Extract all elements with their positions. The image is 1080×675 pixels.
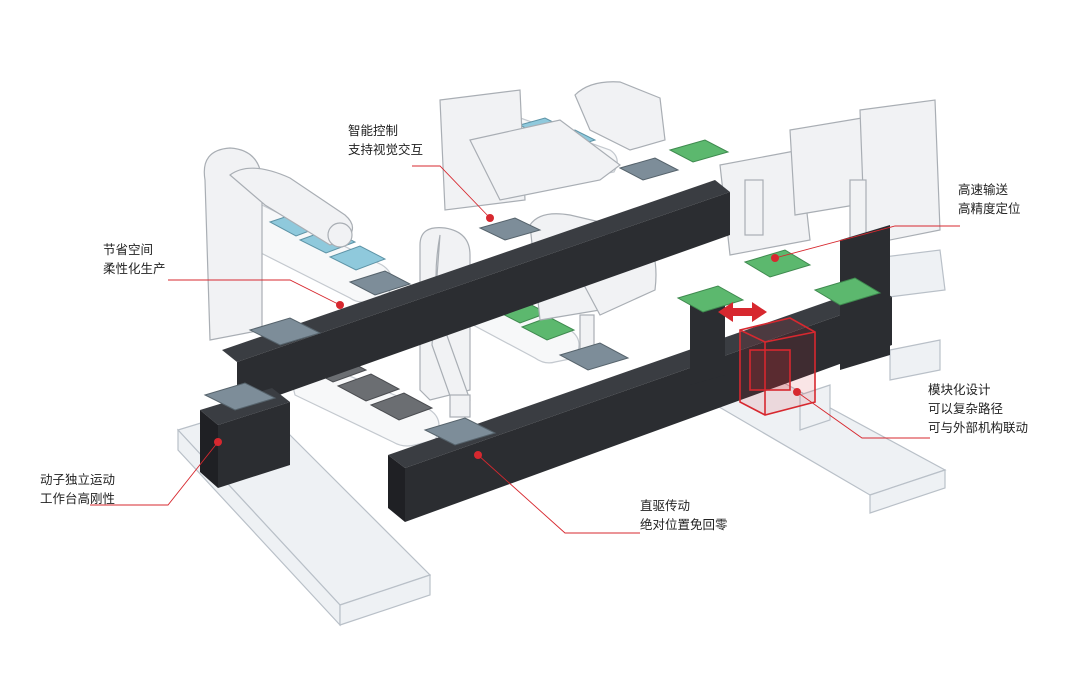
movers (203, 157, 680, 446)
callout-line: 支持视觉交互 (348, 142, 424, 157)
callout-line: 直驱传动 (640, 498, 691, 513)
callout-space-saving: 节省空间 柔性化生产 (103, 240, 166, 278)
callout-line: 动子独立运动 (40, 472, 116, 487)
callout-leaders (90, 165, 960, 534)
callout-line: 智能控制 (348, 123, 399, 138)
linear-tracks (200, 180, 892, 522)
callout-line: 绝对位置免回零 (640, 517, 728, 532)
callout-smart-control: 智能控制 支持视觉交互 (348, 121, 423, 159)
callout-line: 高速输送 (958, 182, 1009, 197)
callout-line: 节省空间 (103, 242, 154, 257)
callout-dots (214, 214, 801, 459)
callout-modular: 模块化设计 可以复杂路径 可与外部机构联动 (928, 380, 1028, 437)
callout-line: 可与外部机构联动 (928, 420, 1029, 435)
red-highlight-module (739, 317, 816, 416)
robot-arms (203, 81, 941, 418)
callout-high-speed: 高速输送 高精度定位 (958, 180, 1021, 218)
callout-line: 工作台高刚性 (40, 491, 116, 506)
callout-line: 可以复杂路径 (928, 401, 1004, 416)
callout-line: 模块化设计 (928, 382, 991, 397)
callout-direct-drive: 直驱传动 绝对位置免回零 (640, 496, 728, 534)
double-arrow-icon (718, 302, 767, 322)
callout-line: 高精度定位 (958, 201, 1021, 216)
callout-line: 柔性化生产 (103, 261, 166, 276)
callout-independent: 动子独立运动 工作台高刚性 (40, 470, 115, 508)
green-movers (668, 139, 882, 313)
